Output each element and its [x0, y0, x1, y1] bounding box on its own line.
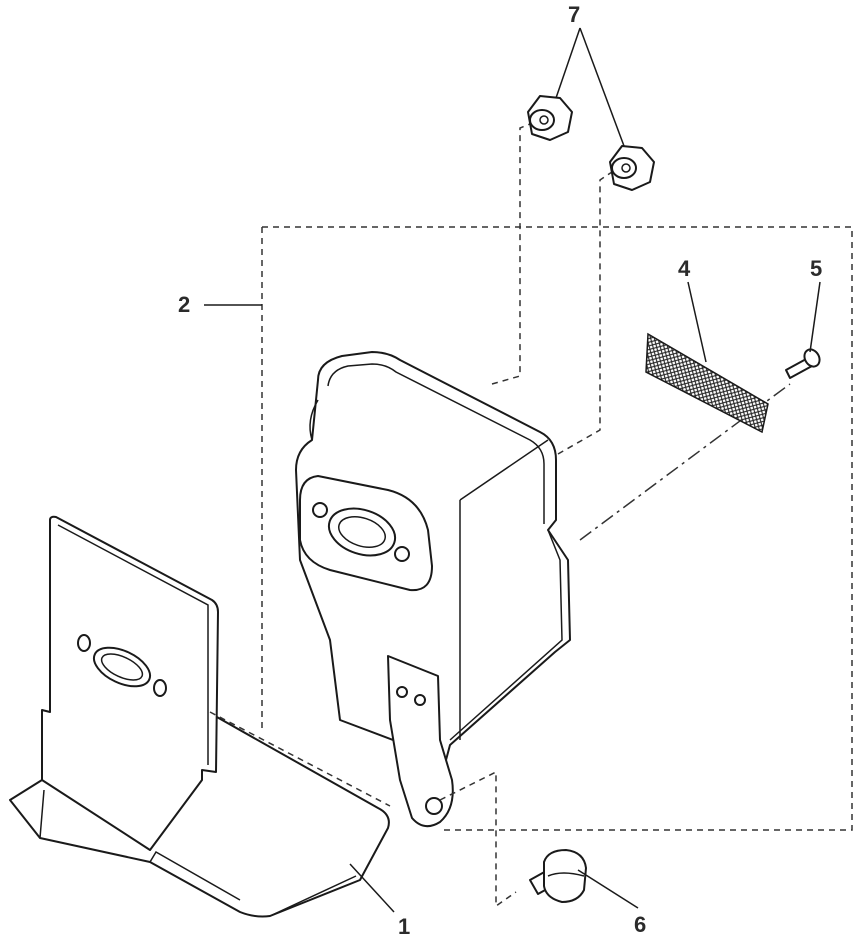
callout-5: 5	[810, 256, 822, 281]
callout-2: 2	[178, 292, 190, 317]
leader-lines	[204, 27, 821, 913]
part-1-heat-shield	[9, 515, 391, 918]
part-2-muffler	[295, 123, 791, 908]
callout-7: 6	[634, 912, 646, 937]
callout-6: 7	[568, 2, 580, 27]
callout-1: 1	[398, 914, 410, 939]
part-4-spark-screen	[645, 332, 769, 434]
part-6-grommets	[527, 95, 655, 191]
part-5-screw	[785, 348, 821, 379]
assembly-boundary-2	[261, 226, 853, 831]
callout-4: 4	[678, 256, 691, 281]
part-7-bolt	[529, 849, 587, 903]
